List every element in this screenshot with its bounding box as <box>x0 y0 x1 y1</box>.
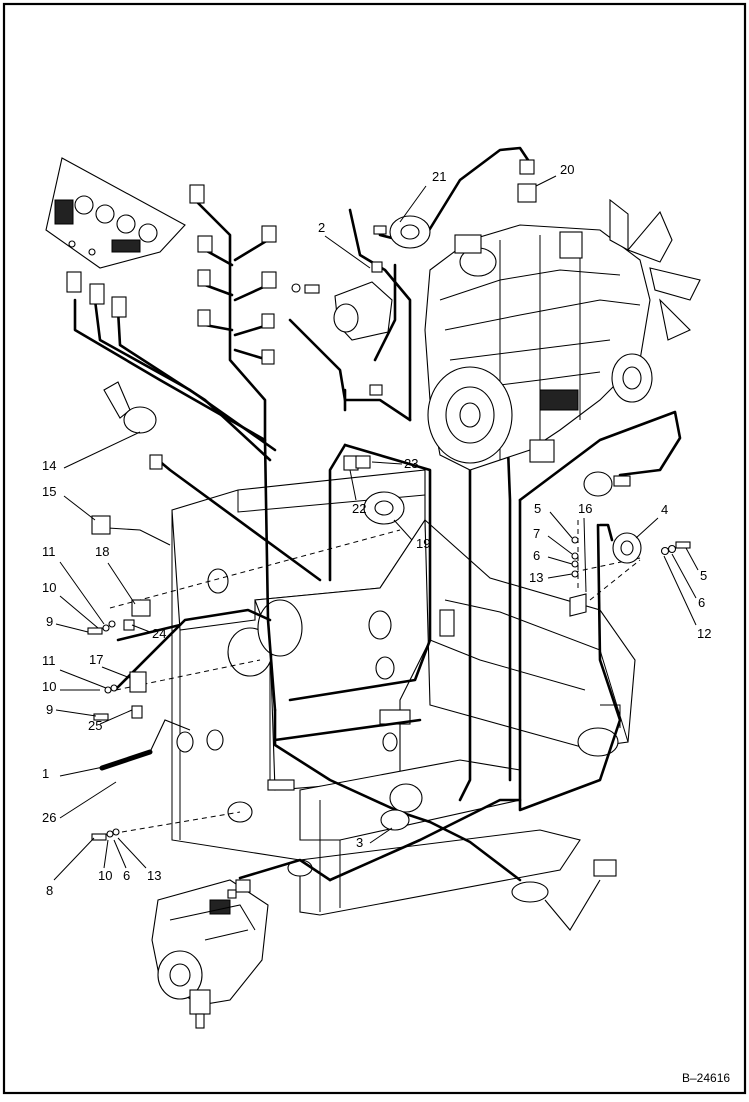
hydrostatic-pump <box>151 879 269 1029</box>
callout-c16: 16 <box>578 501 592 516</box>
callout-c26: 26 <box>42 810 56 825</box>
engine-assembly <box>424 198 701 471</box>
callout-labels: 1234556667899101010111112131314151617181… <box>42 162 711 898</box>
harness-connectors <box>66 184 277 365</box>
callout-c25: 25 <box>88 718 102 733</box>
callout-c19: 19 <box>416 536 430 551</box>
callout-c5a: 5 <box>534 501 541 516</box>
callout-c13b: 13 <box>147 868 161 883</box>
callout-c13a: 13 <box>529 570 543 585</box>
callout-c6b: 6 <box>698 595 705 610</box>
callout-c12: 12 <box>697 626 711 641</box>
callout-c7: 7 <box>533 526 540 541</box>
callout-c4: 4 <box>661 502 668 517</box>
callout-c9a: 9 <box>46 614 53 629</box>
callout-c6a: 6 <box>533 548 540 563</box>
machine-frame <box>171 469 636 916</box>
callout-c14: 14 <box>42 458 56 473</box>
callout-c10c: 10 <box>98 868 112 883</box>
callout-c9b: 9 <box>46 702 53 717</box>
figure-code: B–24616 <box>682 1071 730 1085</box>
components <box>87 159 691 903</box>
instrument-panel <box>45 157 186 269</box>
callout-c17: 17 <box>89 652 103 667</box>
callout-c15: 15 <box>42 484 56 499</box>
callout-c10b: 10 <box>42 679 56 694</box>
callout-c5b: 5 <box>700 568 707 583</box>
callout-c20: 20 <box>560 162 574 177</box>
callout-c11a: 11 <box>42 544 56 559</box>
callout-c2: 2 <box>318 220 325 235</box>
callout-c21: 21 <box>432 169 446 184</box>
callout-c18: 18 <box>95 544 109 559</box>
callout-c10a: 10 <box>42 580 56 595</box>
leader-lines <box>53 175 699 881</box>
callout-c1: 1 <box>42 766 49 781</box>
callout-c11b: 11 <box>42 653 56 668</box>
callout-c3: 3 <box>356 835 363 850</box>
callout-c6c: 6 <box>123 868 130 883</box>
callout-c23: 23 <box>404 456 418 471</box>
callout-c8: 8 <box>46 883 53 898</box>
callout-c24: 24 <box>152 626 166 641</box>
callout-c22: 22 <box>352 501 366 516</box>
